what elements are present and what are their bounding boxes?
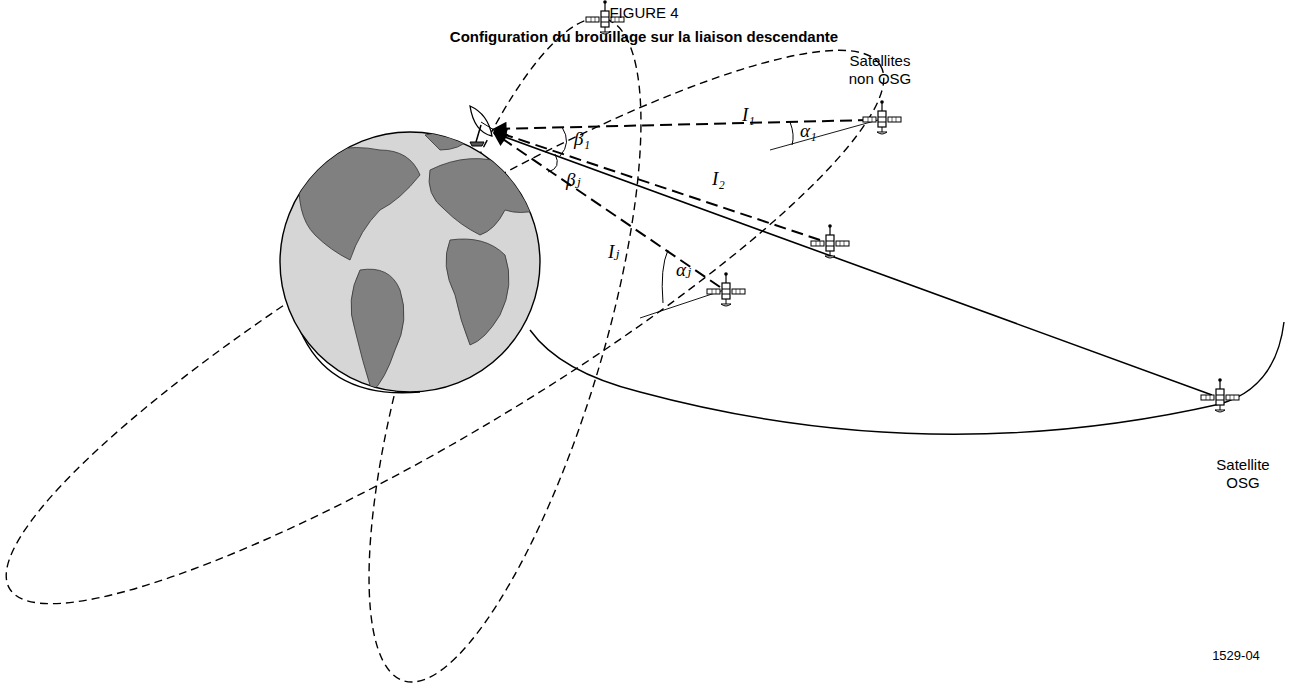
figure-caption: Configuration du brouillage sur la liais… <box>450 28 838 45</box>
earth <box>280 132 540 392</box>
angle-label: β₁ <box>574 128 590 150</box>
non-gso-orbit <box>0 0 935 679</box>
interference-path <box>494 133 720 287</box>
angle-label: βⱼ <box>566 168 580 191</box>
earth-station <box>470 106 494 146</box>
figure-code: 1529-04 <box>1212 648 1260 663</box>
satellite-label: Satellites non OSG <box>835 52 925 88</box>
satellite <box>863 100 901 134</box>
interference-label: I₁ <box>742 104 755 126</box>
gso-orbit <box>530 322 1284 434</box>
continents <box>299 132 538 392</box>
boresight-line <box>770 120 878 150</box>
interference-label: I₂ <box>712 168 725 190</box>
angle-arc <box>560 127 567 156</box>
interference-label: Iⱼ <box>608 240 619 263</box>
angle-arc <box>790 122 793 145</box>
satellite <box>707 272 745 306</box>
angle-label: αⱼ <box>676 258 691 281</box>
wanted-signal <box>494 133 1212 395</box>
interference-path <box>494 131 820 240</box>
angle-label: α₁ <box>800 120 817 142</box>
angle-arc <box>548 154 557 172</box>
angle-arc <box>662 250 668 303</box>
satellite-label: Satellite OSG <box>1203 456 1283 492</box>
satellite <box>811 224 849 258</box>
satellite <box>1201 378 1239 412</box>
figure-number: FIGURE 4 <box>609 4 678 21</box>
